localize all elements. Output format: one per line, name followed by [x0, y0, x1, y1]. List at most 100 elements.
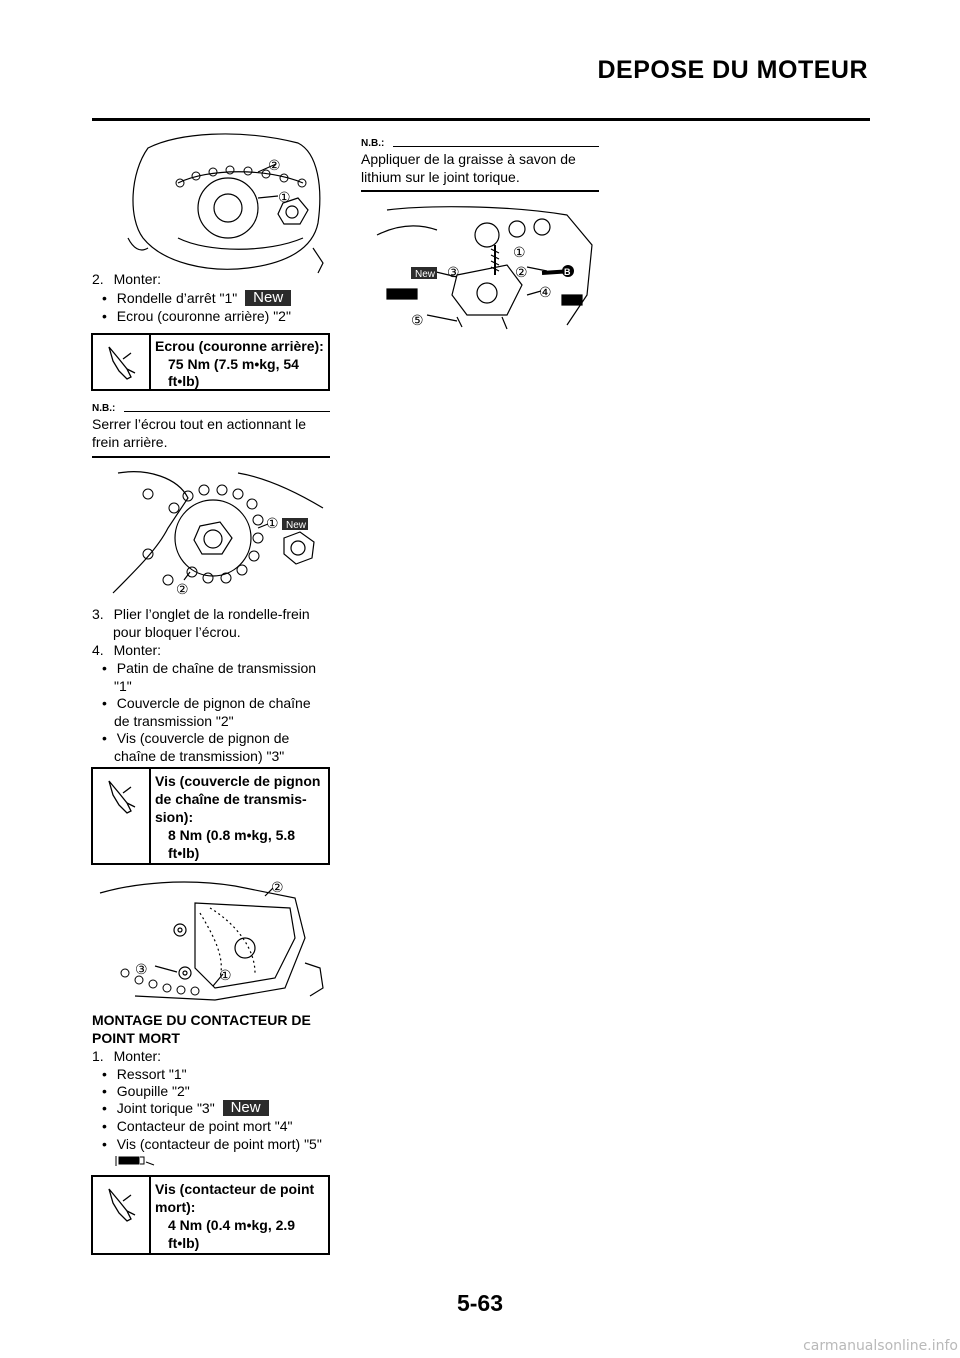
section-title-line: MONTAGE DU CONTACTEUR DE	[92, 1012, 311, 1028]
footer-watermark[interactable]: carmanualsonline.info	[803, 1338, 958, 1354]
nb-rule	[124, 411, 330, 412]
nb-label: N.B.:	[92, 403, 116, 414]
new-badge: New	[286, 520, 307, 531]
header-rule	[92, 118, 870, 121]
torque-title: Vis (contacteur de point	[155, 1181, 315, 1197]
list-item-text: Ressort "1"	[116, 1066, 187, 1082]
torque-title: sion):	[155, 809, 194, 825]
threadlock-icon	[115, 1156, 155, 1166]
torque-wrench-icon	[108, 1188, 136, 1222]
torque-spec-box: Vis (couvercle de pignon de chaîne de tr…	[91, 767, 330, 865]
callout-2: ②	[271, 879, 284, 895]
list-item-text: de transmission "2"	[114, 713, 234, 729]
step-number: 1.	[92, 1048, 104, 1064]
torque-cell	[93, 335, 151, 389]
list-item-text: chaîne de transmission) "3"	[114, 748, 285, 764]
list-item: • Ecrou (couronne arrière) "2"	[102, 308, 291, 326]
list-item-text: Couvercle de pignon de chaîne	[116, 695, 311, 711]
torque-wrench-icon	[108, 780, 136, 814]
bullet: •	[102, 695, 107, 711]
list-item: • Couvercle de pignon de chaîne	[102, 695, 311, 713]
figure-sprocket-cover: ② ③ ①	[99, 879, 324, 1001]
bullet: •	[102, 1118, 107, 1134]
list-item: • Vis (couvercle de pignon de	[102, 730, 289, 748]
callout-2: ②	[176, 581, 189, 597]
list-item: • Patin de chaîne de transmission	[102, 660, 316, 678]
bullet: •	[102, 1066, 107, 1082]
callout-1: ①	[266, 515, 279, 531]
nb-line: Appliquer de la graisse à savon de	[361, 151, 576, 167]
list-item-text: "1"	[114, 678, 132, 694]
nb-line: lithium sur le joint torique.	[361, 169, 520, 185]
bullet: •	[102, 290, 107, 306]
torque-wrench-icon	[108, 346, 136, 380]
list-item-text: Ecrou (couronne arrière) "2"	[116, 308, 291, 324]
callout-3: ③	[135, 961, 148, 977]
figure-sprocket-nut: ① New ②	[112, 471, 324, 597]
torque-value: 8 Nm (0.8 m•kg, 5.8	[168, 827, 296, 843]
list-item-text: Vis (contacteur de point mort) "5"	[116, 1136, 322, 1152]
new-badge: New	[415, 269, 436, 280]
nb-note: N.B.: Serrer l’écrou tout en actionnant …	[92, 403, 330, 459]
torque-value: 75 Nm (7.5 m•kg, 54	[168, 356, 299, 372]
callout-3: ③	[447, 264, 460, 280]
step-text: Plier l’onglet de la rondelle-frein	[113, 606, 310, 622]
step-number: 3.	[92, 606, 104, 622]
torque-unit: ft•lb)	[168, 373, 200, 389]
nb-rule	[393, 146, 599, 147]
list-item: • Contacteur de point mort "4"	[102, 1118, 293, 1136]
new-badge: New	[222, 1100, 269, 1116]
torque-unit: ft•lb)	[168, 845, 200, 861]
bullet: •	[102, 1136, 107, 1152]
new-badge: New	[245, 290, 292, 306]
callout-2: ②	[515, 264, 528, 280]
list-item: • Joint torique "3" New	[102, 1100, 269, 1118]
nb-bottom-rule	[92, 456, 330, 458]
torque-cell	[93, 1177, 151, 1253]
section-title-line: POINT MORT	[92, 1029, 180, 1046]
nb-note: N.B.: Appliquer de la graisse à savon de…	[361, 138, 599, 194]
torque-cell	[93, 769, 151, 863]
list-item-text: Joint torique "3"	[116, 1100, 215, 1116]
step-number: 4.	[92, 642, 104, 658]
nb-line: frein arrière.	[92, 434, 168, 450]
grease-mark: B	[564, 267, 571, 277]
list-item-text: Rondelle d’arrêt "1"	[116, 290, 238, 306]
torque-title: de chaîne de transmis-	[155, 791, 307, 807]
list-item: • Goupille "2"	[102, 1083, 190, 1101]
nb-line: Serrer l’écrou tout en actionnant le	[92, 416, 307, 432]
callout-4: ④	[539, 284, 552, 300]
step-1: 1. Monter: • Ressort "1" • Goupille "2" …	[92, 1048, 332, 1173]
bullet: •	[102, 1083, 107, 1099]
figure-neutral-switch: New ③ ① ② ④ ⑤ B	[376, 206, 593, 330]
list-item-text: Vis (couvercle de pignon de	[116, 730, 290, 746]
torque-title: Vis (couvercle de pignon	[155, 773, 321, 789]
page-title: DEPOSE DU MOTEUR	[597, 56, 868, 84]
section-title: MONTAGE DU CONTACTEUR DE POINT MORT	[92, 1012, 311, 1047]
bullet: •	[102, 308, 107, 324]
step-2: 2. Monter: • Rondelle d’arrêt "1" New • …	[92, 271, 332, 324]
torque-title: mort):	[155, 1199, 196, 1215]
list-item: • Rondelle d’arrêt "1" New	[102, 290, 292, 308]
torque-title: Ecrou (couronne arrière):	[155, 338, 324, 354]
step-number: 2.	[92, 271, 104, 287]
callout-5: ⑤	[411, 312, 424, 328]
torque-unit: ft•lb)	[168, 1235, 200, 1251]
list-item: • Ressort "1"	[102, 1066, 187, 1084]
callout-1: ①	[278, 189, 291, 205]
bullet: •	[102, 730, 107, 746]
list-item: • Vis (contacteur de point mort) "5"	[102, 1136, 322, 1154]
list-item-text: Patin de chaîne de transmission	[116, 660, 317, 676]
step-4: 4. Monter: • Patin de chaîne de transmis…	[92, 642, 332, 767]
bullet: •	[102, 1100, 107, 1116]
torque-spec-box: Ecrou (couronne arrière): 75 Nm (7.5 m•k…	[91, 333, 330, 391]
callout-1: ①	[219, 967, 232, 983]
step-3: 3. Plier l’onglet de la rondelle-frein p…	[92, 606, 332, 644]
torque-spec-box: Vis (contacteur de point mort): 4 Nm (0.…	[91, 1175, 330, 1255]
step-label: Monter:	[113, 271, 162, 287]
torque-value: 4 Nm (0.4 m•kg, 2.9	[168, 1217, 296, 1233]
step-label: Monter:	[113, 642, 162, 658]
step-label: Monter:	[113, 1048, 162, 1064]
callout-2: ②	[268, 157, 281, 173]
bullet: •	[102, 660, 107, 676]
